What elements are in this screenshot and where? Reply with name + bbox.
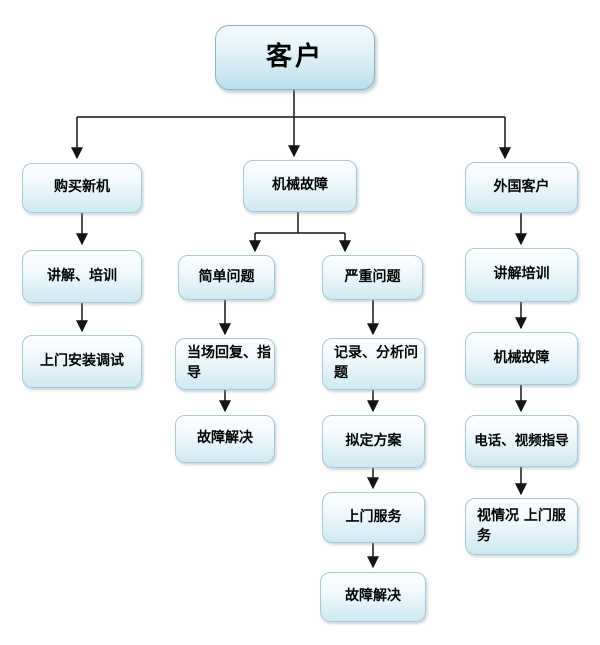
node-draft-plan: 拟定方案 xyxy=(322,415,425,468)
node-record-analyze-problem: 记录、分析问 题 xyxy=(322,338,425,390)
node-onsite-reply-guide: 当场回复、指 导 xyxy=(175,338,275,390)
node-mechanical-fault: 机械故障 xyxy=(243,160,357,212)
node-onsite-install-debug: 上门安装调试 xyxy=(22,335,142,388)
node-foreign-customer: 外国客户 xyxy=(465,162,578,213)
node-fault-solved-serious: 故障解决 xyxy=(320,572,426,622)
node-mechanical-fault-right: 机械故障 xyxy=(465,332,578,385)
node-explain-training-left: 讲解、培训 xyxy=(22,250,142,303)
node-explain-training-right: 讲解培训 xyxy=(465,248,578,302)
node-situational-onsite-service: 视情况 上门服 务 xyxy=(465,498,578,555)
node-serious-problem: 严重问题 xyxy=(322,255,423,300)
node-customer: 客户 xyxy=(215,25,375,90)
node-onsite-service: 上门服务 xyxy=(322,492,425,543)
node-buy-new-machine: 购买新机 xyxy=(22,163,142,213)
node-fault-solved-simple: 故障解决 xyxy=(175,415,275,463)
node-simple-problem: 简单问题 xyxy=(178,255,275,300)
node-phone-video-guide: 电话、视频指导 xyxy=(465,415,578,467)
